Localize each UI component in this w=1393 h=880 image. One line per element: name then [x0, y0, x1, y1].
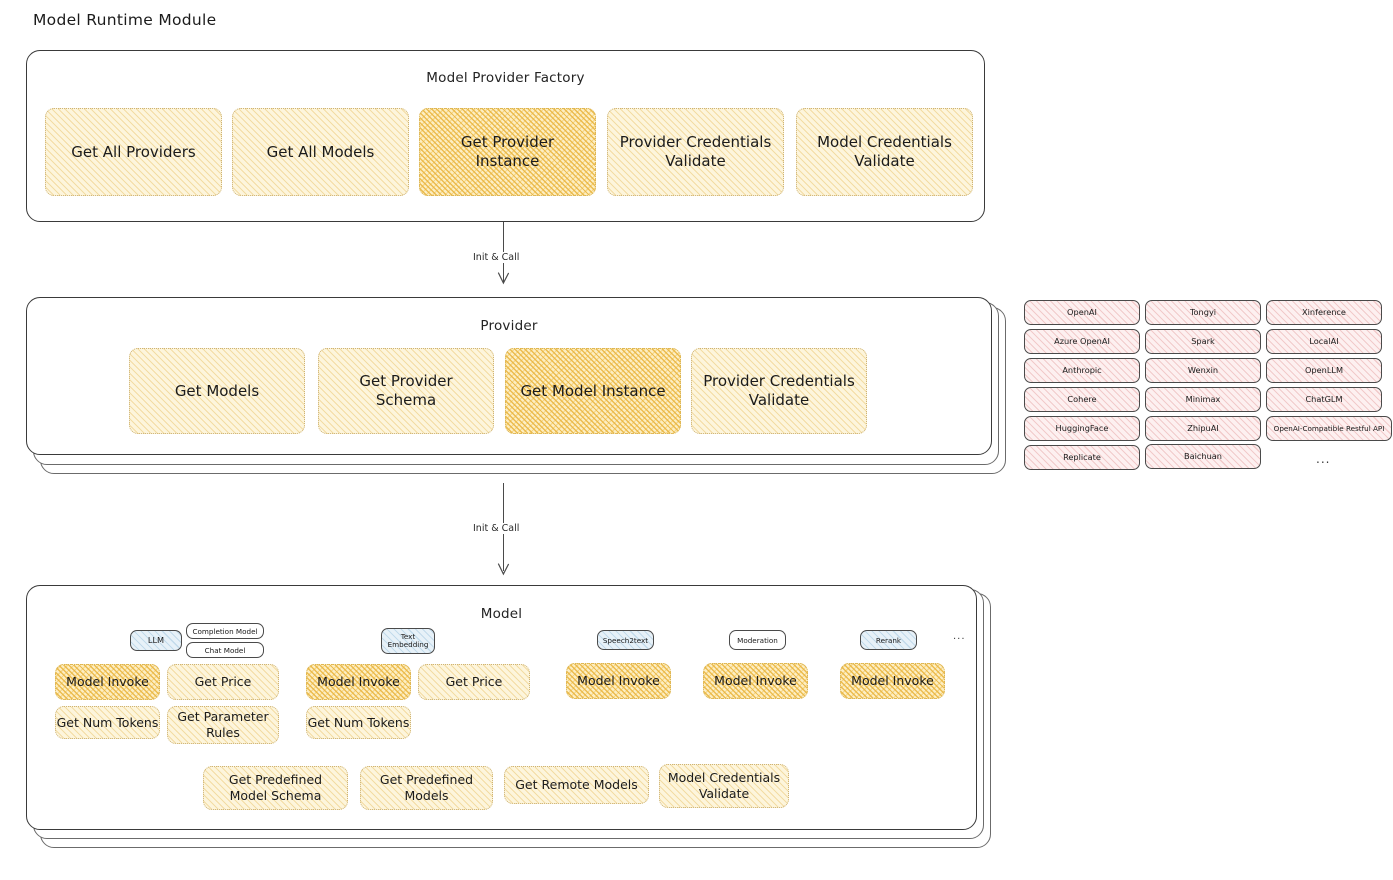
factory-node-get-provider-instance[interactable]: Get Provider Instance — [419, 108, 596, 196]
vendor-chip-zhipuai[interactable]: ZhipuAI — [1145, 416, 1261, 441]
vendor-chip-anthropic[interactable]: Anthropic — [1024, 358, 1140, 383]
factory-node-model-credentials-validate[interactable]: Model Credentials Validate — [796, 108, 973, 196]
llm-node-get-num-tokens[interactable]: Get Num Tokens — [55, 706, 160, 739]
arrow-factory-to-provider-label: Init & Call — [470, 252, 523, 263]
rerank-node-model-invoke[interactable]: Model Invoke — [840, 663, 945, 699]
vendor-chip-replicate[interactable]: Replicate — [1024, 445, 1140, 470]
vendor-chip-spark[interactable]: Spark — [1145, 329, 1261, 354]
model-types-ellipsis: ... — [953, 631, 966, 642]
factory-node-get-all-providers[interactable]: Get All Providers — [45, 108, 222, 196]
llm-node-model-invoke[interactable]: Model Invoke — [55, 664, 160, 700]
vendor-chip-tongyi[interactable]: Tongyi — [1145, 300, 1261, 325]
vendor-chip-minimax[interactable]: Minimax — [1145, 387, 1261, 412]
vendor-chip-xinference[interactable]: Xinference — [1266, 300, 1382, 325]
provider-node-get-models[interactable]: Get Models — [129, 348, 305, 434]
model-provider-factory-title: Model Provider Factory — [426, 70, 585, 86]
factory-node-get-all-models[interactable]: Get All Models — [232, 108, 409, 196]
vendor-chip-chatglm[interactable]: ChatGLM — [1266, 387, 1382, 412]
model-provider-factory-panel: Model Provider Factory Get All Providers… — [26, 50, 985, 222]
model-subtag-chat-model[interactable]: Chat Model — [186, 642, 264, 658]
provider-node-provider-credentials-validate[interactable]: Provider Credentials Validate — [691, 348, 867, 434]
arrow-provider-to-model-label: Init & Call — [470, 523, 523, 534]
arrow-provider-to-model-head — [497, 563, 509, 576]
model-node-get-predefined-models[interactable]: Get Predefined Models — [360, 766, 493, 810]
model-type-tag-text-embedding[interactable]: Text Embedding — [381, 628, 435, 654]
text-embedding-node-model-invoke[interactable]: Model Invoke — [306, 664, 411, 700]
vendor-chip-baichuan[interactable]: Baichuan — [1145, 444, 1261, 469]
model-type-tag-rerank[interactable]: Rerank — [860, 630, 917, 650]
vendor-list-ellipsis: ... — [1316, 452, 1331, 466]
text-embedding-node-get-num-tokens[interactable]: Get Num Tokens — [306, 706, 411, 739]
model-type-tag-moderation[interactable]: Moderation — [729, 630, 786, 650]
model-title: Model — [480, 606, 523, 622]
vendor-chip-huggingface[interactable]: HuggingFace — [1024, 416, 1140, 441]
vendor-chip-wenxin[interactable]: Wenxin — [1145, 358, 1261, 383]
text-embedding-node-get-price[interactable]: Get Price — [418, 664, 530, 700]
provider-node-get-model-instance[interactable]: Get Model Instance — [505, 348, 681, 434]
vendor-chip-azure-openai[interactable]: Azure OpenAI — [1024, 329, 1140, 354]
model-subtag-completion-model[interactable]: Completion Model — [186, 623, 264, 639]
provider-node-get-provider-schema[interactable]: Get Provider Schema — [318, 348, 494, 434]
llm-node-get-parameter-rules[interactable]: Get Parameter Rules — [167, 706, 279, 744]
provider-panel: Provider Get Models Get Provider Schema … — [26, 297, 992, 455]
model-panel: Model LLM Completion Model Chat Model Mo… — [26, 585, 977, 830]
vendor-chip-openllm[interactable]: OpenLLM — [1266, 358, 1382, 383]
page-title: Model Runtime Module — [33, 11, 217, 29]
llm-node-get-price[interactable]: Get Price — [167, 664, 279, 700]
arrow-factory-to-provider-head — [497, 272, 509, 285]
provider-title: Provider — [480, 318, 538, 334]
vendor-chip-openai-compatible-restful-api[interactable]: OpenAI-Compatible Restful API — [1266, 416, 1392, 441]
factory-node-provider-credentials-validate[interactable]: Provider Credentials Validate — [607, 108, 784, 196]
model-node-get-remote-models[interactable]: Get Remote Models — [504, 766, 649, 804]
moderation-node-model-invoke[interactable]: Model Invoke — [703, 663, 808, 699]
vendor-chip-localai[interactable]: LocalAI — [1266, 329, 1382, 354]
vendor-chip-cohere[interactable]: Cohere — [1024, 387, 1140, 412]
model-type-tag-llm[interactable]: LLM — [130, 630, 182, 651]
vendor-chip-openai[interactable]: OpenAI — [1024, 300, 1140, 325]
model-node-get-predefined-model-schema[interactable]: Get Predefined Model Schema — [203, 766, 348, 810]
model-type-tag-speech2text[interactable]: Speech2text — [597, 630, 654, 650]
model-node-model-credentials-validate[interactable]: Model Credentials Validate — [659, 764, 789, 808]
speech2text-node-model-invoke[interactable]: Model Invoke — [566, 663, 671, 699]
